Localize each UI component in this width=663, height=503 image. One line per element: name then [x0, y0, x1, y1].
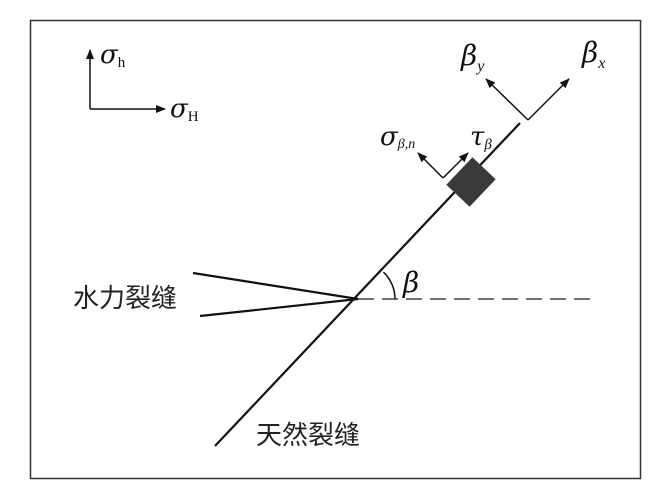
beta-angle-label: β: [402, 266, 419, 299]
hydraulic-fracture-upper-branch: [192, 271, 359, 301]
beta-angle-arc: [382, 271, 396, 300]
sigma-h-label: σh: [100, 40, 126, 71]
stress-block: [446, 157, 496, 207]
beta-x-label: βx: [581, 36, 605, 72]
diagram-frame: [29, 19, 642, 480]
local-beta-axes: βy βx: [460, 36, 605, 121]
normal-stress-label: σβ,n: [380, 122, 415, 152]
block-element: [446, 157, 496, 207]
sigma-H-label: σH: [170, 94, 199, 125]
block-stress-arrows: σβ,n τβ: [380, 122, 492, 179]
beta-y-label: βy: [460, 39, 485, 75]
hydraulic-fracture-lower-branch: [199, 297, 359, 318]
hydraulic-fracture-label: 水力裂缝: [73, 284, 177, 314]
shear-stress-arrow: [442, 152, 469, 179]
beta-x-arrow: [527, 78, 570, 121]
hydraulic-fracture: [192, 271, 359, 318]
global-stress-axes: σh σH: [86, 40, 199, 125]
beta-y-arrow: [485, 78, 529, 121]
normal-stress-arrow: [417, 152, 444, 179]
natural-fracture-label: 天然裂缝: [256, 421, 360, 451]
shear-stress-label: τβ: [470, 122, 492, 153]
